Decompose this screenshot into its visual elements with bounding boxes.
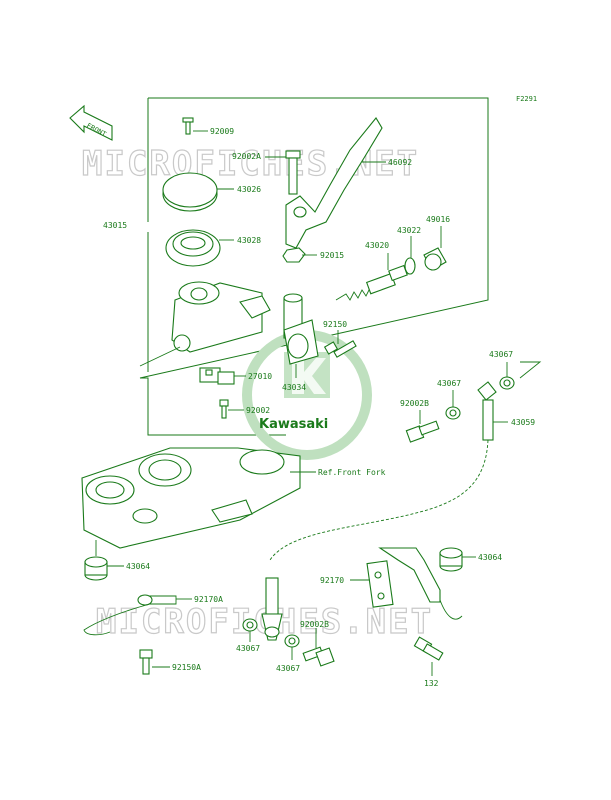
screw-92009-icon xyxy=(182,117,194,135)
master-cylinder-body-icon xyxy=(139,281,271,367)
label-43034: 43034 xyxy=(282,383,306,392)
washer-43067-lower-left-icon xyxy=(242,618,258,632)
label-43022: 43022 xyxy=(397,226,421,235)
label-43020: 43020 xyxy=(365,241,389,250)
front-arrow-icon: FRONT xyxy=(69,104,113,141)
label-92002B-lower: 92002B xyxy=(300,620,329,629)
label-46092: 46092 xyxy=(388,158,412,167)
label-92170A: 92170A xyxy=(194,595,223,604)
bolt-92150-icon xyxy=(323,340,357,358)
kawasaki-logo-icon: Kawasaki xyxy=(242,330,372,460)
boot-49016-icon xyxy=(423,247,447,271)
clamp-92170A-icon xyxy=(83,594,177,636)
label-43064-left: 43064 xyxy=(126,562,150,571)
master-cylinder-frame xyxy=(139,97,489,436)
banjo-bolt-92002B-top-icon xyxy=(405,420,440,443)
diaphragm-43028-icon xyxy=(165,229,221,267)
label-43067-lower-center: 43067 xyxy=(276,664,300,673)
fork-bracket-icon xyxy=(81,447,301,549)
brake-lever-46092-icon xyxy=(285,117,383,249)
bracket-92170-icon xyxy=(366,547,463,620)
brake-hose-43059-icon xyxy=(269,381,497,561)
reservoir-cap-43026-icon xyxy=(162,172,218,212)
bolt-132-icon xyxy=(413,636,444,661)
label-92002: 92002 xyxy=(246,406,270,415)
label-43067-mid: 43067 xyxy=(437,379,461,388)
label-92015: 92015 xyxy=(320,251,344,260)
label-92150: 92150 xyxy=(323,320,347,329)
label-43015: 43015 xyxy=(103,221,127,230)
hose-lower-end-icon xyxy=(261,577,283,641)
label-ref-front-fork: Ref.Front Fork xyxy=(318,468,386,477)
bolt-92150A-icon xyxy=(139,649,153,675)
clamp-43034-icon xyxy=(283,293,319,365)
pivot-bolt-92002A-icon xyxy=(285,150,301,195)
nut-92015-icon xyxy=(282,247,306,263)
screw-92002-icon xyxy=(219,399,229,419)
label-43028: 43028 xyxy=(237,236,261,245)
washer-43067-top-icon xyxy=(499,376,515,390)
label-43067-top: 43067 xyxy=(489,350,513,359)
diagram-code: F2291 xyxy=(516,95,537,103)
label-92170: 92170 xyxy=(320,576,344,585)
brand-text: Kawasaki xyxy=(259,417,328,432)
piston-kit-43020-icon xyxy=(335,264,408,301)
banjo-bolt-92002B-lower-icon xyxy=(302,646,335,667)
label-92150A: 92150A xyxy=(172,663,201,672)
label-43059: 43059 xyxy=(511,418,535,427)
grommet-43064-left-icon xyxy=(84,556,108,581)
washer-43067-mid-icon xyxy=(445,406,461,420)
label-43064-right: 43064 xyxy=(478,553,502,562)
grommet-43064-right-icon xyxy=(439,547,463,572)
label-92009: 92009 xyxy=(210,127,234,136)
washer-43067-lower-center-icon xyxy=(284,634,300,648)
label-43026: 43026 xyxy=(237,185,261,194)
label-92002B-top: 92002B xyxy=(400,399,429,408)
circlip-43022-icon xyxy=(404,257,416,275)
switch-27010-icon xyxy=(199,367,235,385)
label-27010: 27010 xyxy=(248,372,272,381)
label-92002A: 92002A xyxy=(232,152,261,161)
label-43067-lower-left: 43067 xyxy=(236,644,260,653)
label-132: 132 xyxy=(424,679,439,688)
label-49016: 49016 xyxy=(426,215,450,224)
